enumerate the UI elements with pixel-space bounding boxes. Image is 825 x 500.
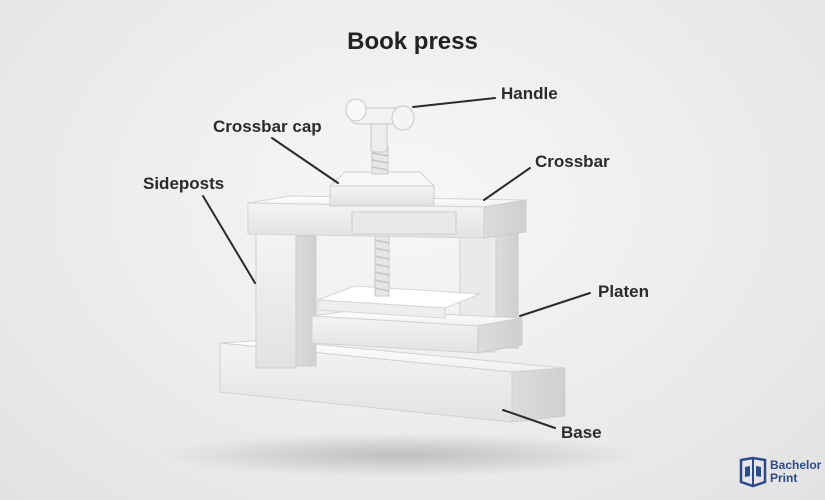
label-crossbar: Crossbar [535,152,610,171]
label-platen: Platen [598,282,650,301]
leader-crossbar [483,167,531,201]
handle-knob [345,98,415,153]
logo-text-line2: Print [770,471,798,485]
bachelorprint-logo: Bachelor Print [738,456,822,492]
sidepost-left [255,232,317,369]
screw-rod [374,229,390,297]
leader-sideposts [202,195,256,284]
floor-shadow [160,433,640,477]
platen-block [311,285,523,354]
crossbar-cap [328,146,436,207]
leader-base [502,409,556,429]
logo-text-line1: Bachelor [770,458,822,472]
leader-handle [412,97,496,108]
diagram-title: Book press [347,28,478,55]
label-sideposts: Sideposts [143,174,225,193]
label-crossbar-cap: Crossbar cap [213,117,322,136]
book-logo-icon [739,456,767,488]
leader-platen [519,292,591,317]
label-base: Base [561,423,602,442]
label-handle: Handle [501,84,558,103]
leader-crossbar-cap [271,137,339,184]
